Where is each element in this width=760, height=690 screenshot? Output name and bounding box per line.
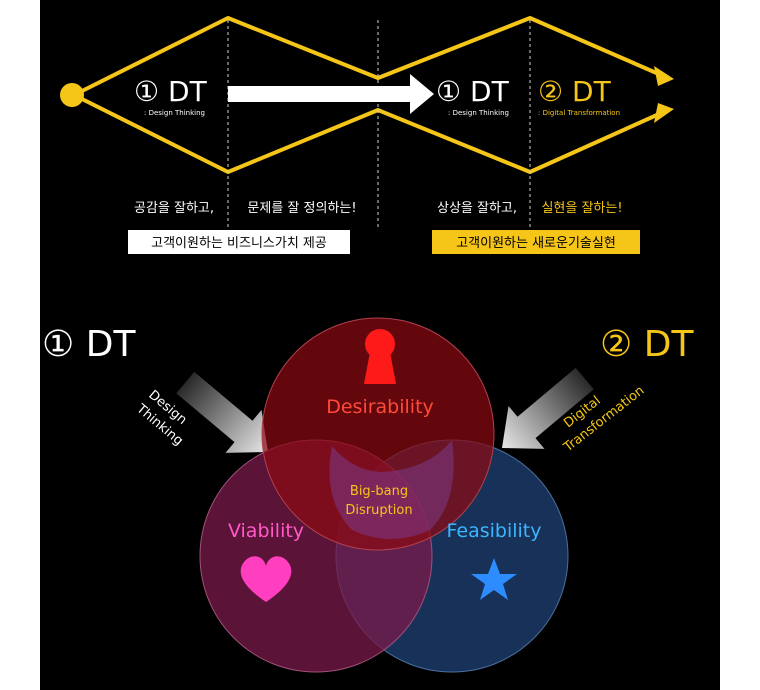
center-line1: Big-bang — [350, 484, 408, 499]
keyhole-icon — [364, 329, 396, 384]
viability-label: Viability — [228, 520, 304, 542]
feasibility-label: Feasibility — [447, 520, 542, 542]
dt-diagram: ① DT : Design Thinking ① DT : Design Thi… — [42, 16, 694, 673]
caption-imagine: 상상을 잘하고, — [437, 201, 517, 216]
dt2-right-sub: : Digital Transformation — [538, 109, 620, 117]
digital-transformation-arrow — [502, 367, 594, 449]
transition-arrow — [228, 74, 434, 114]
lower-arrowhead — [654, 103, 674, 123]
dt1-left-label: ① DT — [134, 75, 208, 108]
bottom-dt1-label: ① DT — [42, 324, 136, 365]
start-dot — [60, 83, 84, 107]
dt1-right-sub: : Design Thinking — [448, 109, 509, 117]
bottom-dt2-label: ② DT — [600, 324, 694, 365]
upper-zigzag-line — [72, 16, 670, 97]
value-box-left-text: 고객이원하는 비즈니스가치 제공 — [151, 236, 327, 251]
desirability-label: Desirability — [326, 396, 434, 418]
caption-define: 문제를 잘 정의하는! — [247, 201, 356, 216]
dt1-right-label: ① DT — [436, 75, 510, 108]
value-box-right-text: 고객이원하는 새로운기술실현 — [456, 236, 616, 251]
center-line2: Disruption — [345, 503, 412, 518]
value-box-left — [128, 230, 350, 254]
caption-realize: 실현을 잘하는! — [541, 201, 622, 216]
design-thinking-arrow — [176, 371, 268, 453]
value-box-right — [432, 230, 640, 254]
upper-arrowhead — [654, 66, 674, 86]
diagram-panel: ① DT : Design Thinking ① DT : Design Thi… — [40, 0, 720, 690]
center-overlap — [329, 440, 454, 539]
venn-circles — [199, 317, 569, 673]
dashed-dividers — [227, 20, 531, 230]
dt2-right-label: ② DT — [538, 75, 612, 108]
dt1-left-sub: : Design Thinking — [144, 109, 205, 117]
heart-icon — [240, 556, 292, 602]
caption-empathy: 공감을 잘하고, — [134, 201, 214, 216]
star-icon — [471, 558, 517, 600]
